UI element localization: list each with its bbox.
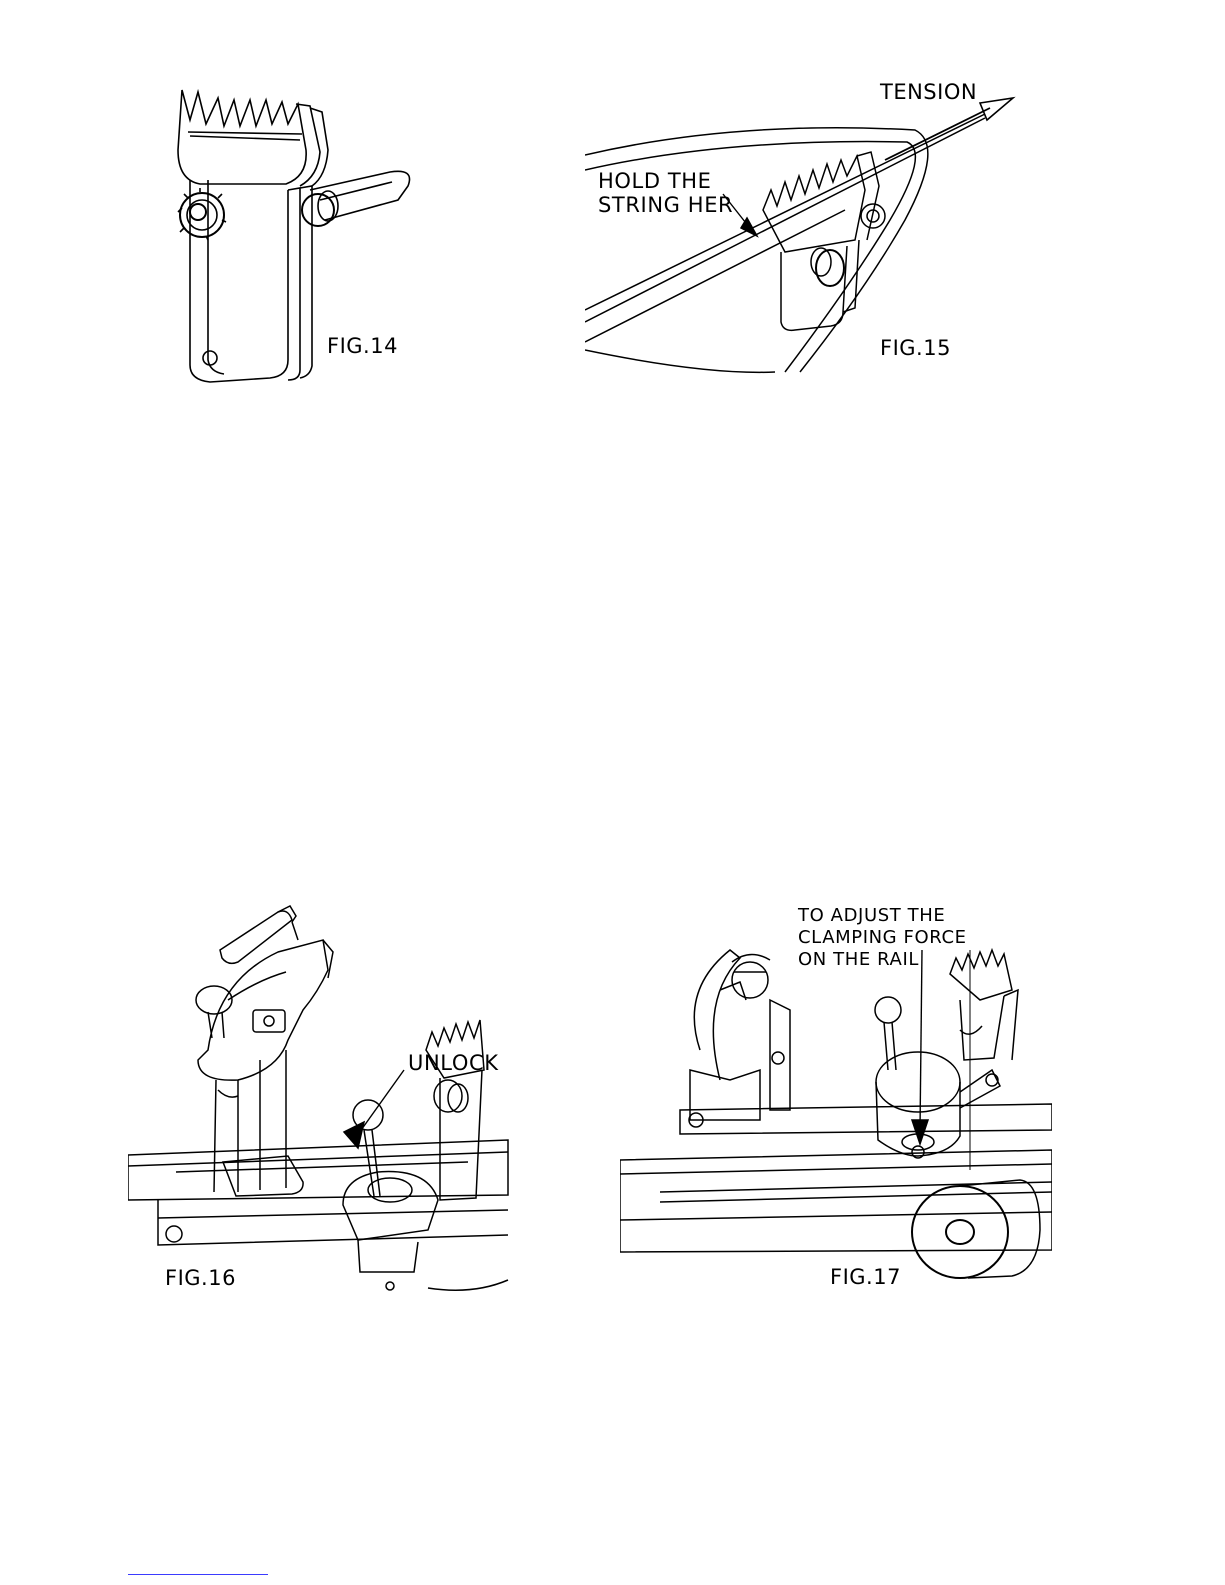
fig16-label: FIG.16 (165, 1268, 236, 1289)
fig17-label: FIG.17 (830, 1267, 901, 1288)
fig16-unlock-label: UNLOCK (408, 1052, 499, 1074)
fig17-adjust-line2: CLAMPING FORCE (798, 927, 967, 949)
footer-link-underline (128, 1574, 268, 1575)
fig16-unlock-drawing (128, 900, 518, 1300)
fig15-label: FIG.15 (880, 338, 951, 359)
fig15-clamp-on-frame-drawing (585, 90, 1025, 375)
fig14-clamp-drawing (160, 80, 450, 390)
fig17-adjust-line1: TO ADJUST THE (798, 905, 945, 927)
fig17-adjust-line3: ON THE RAIL (798, 949, 919, 971)
fig15-tension-label: TENSION (880, 82, 977, 103)
fig15-hold-line1: HOLD THE (598, 170, 712, 192)
fig17-adjust-drawing (620, 930, 1052, 1290)
fig14-label: FIG.14 (327, 336, 398, 357)
fig15-hold-line2: STRING HER (598, 194, 733, 216)
